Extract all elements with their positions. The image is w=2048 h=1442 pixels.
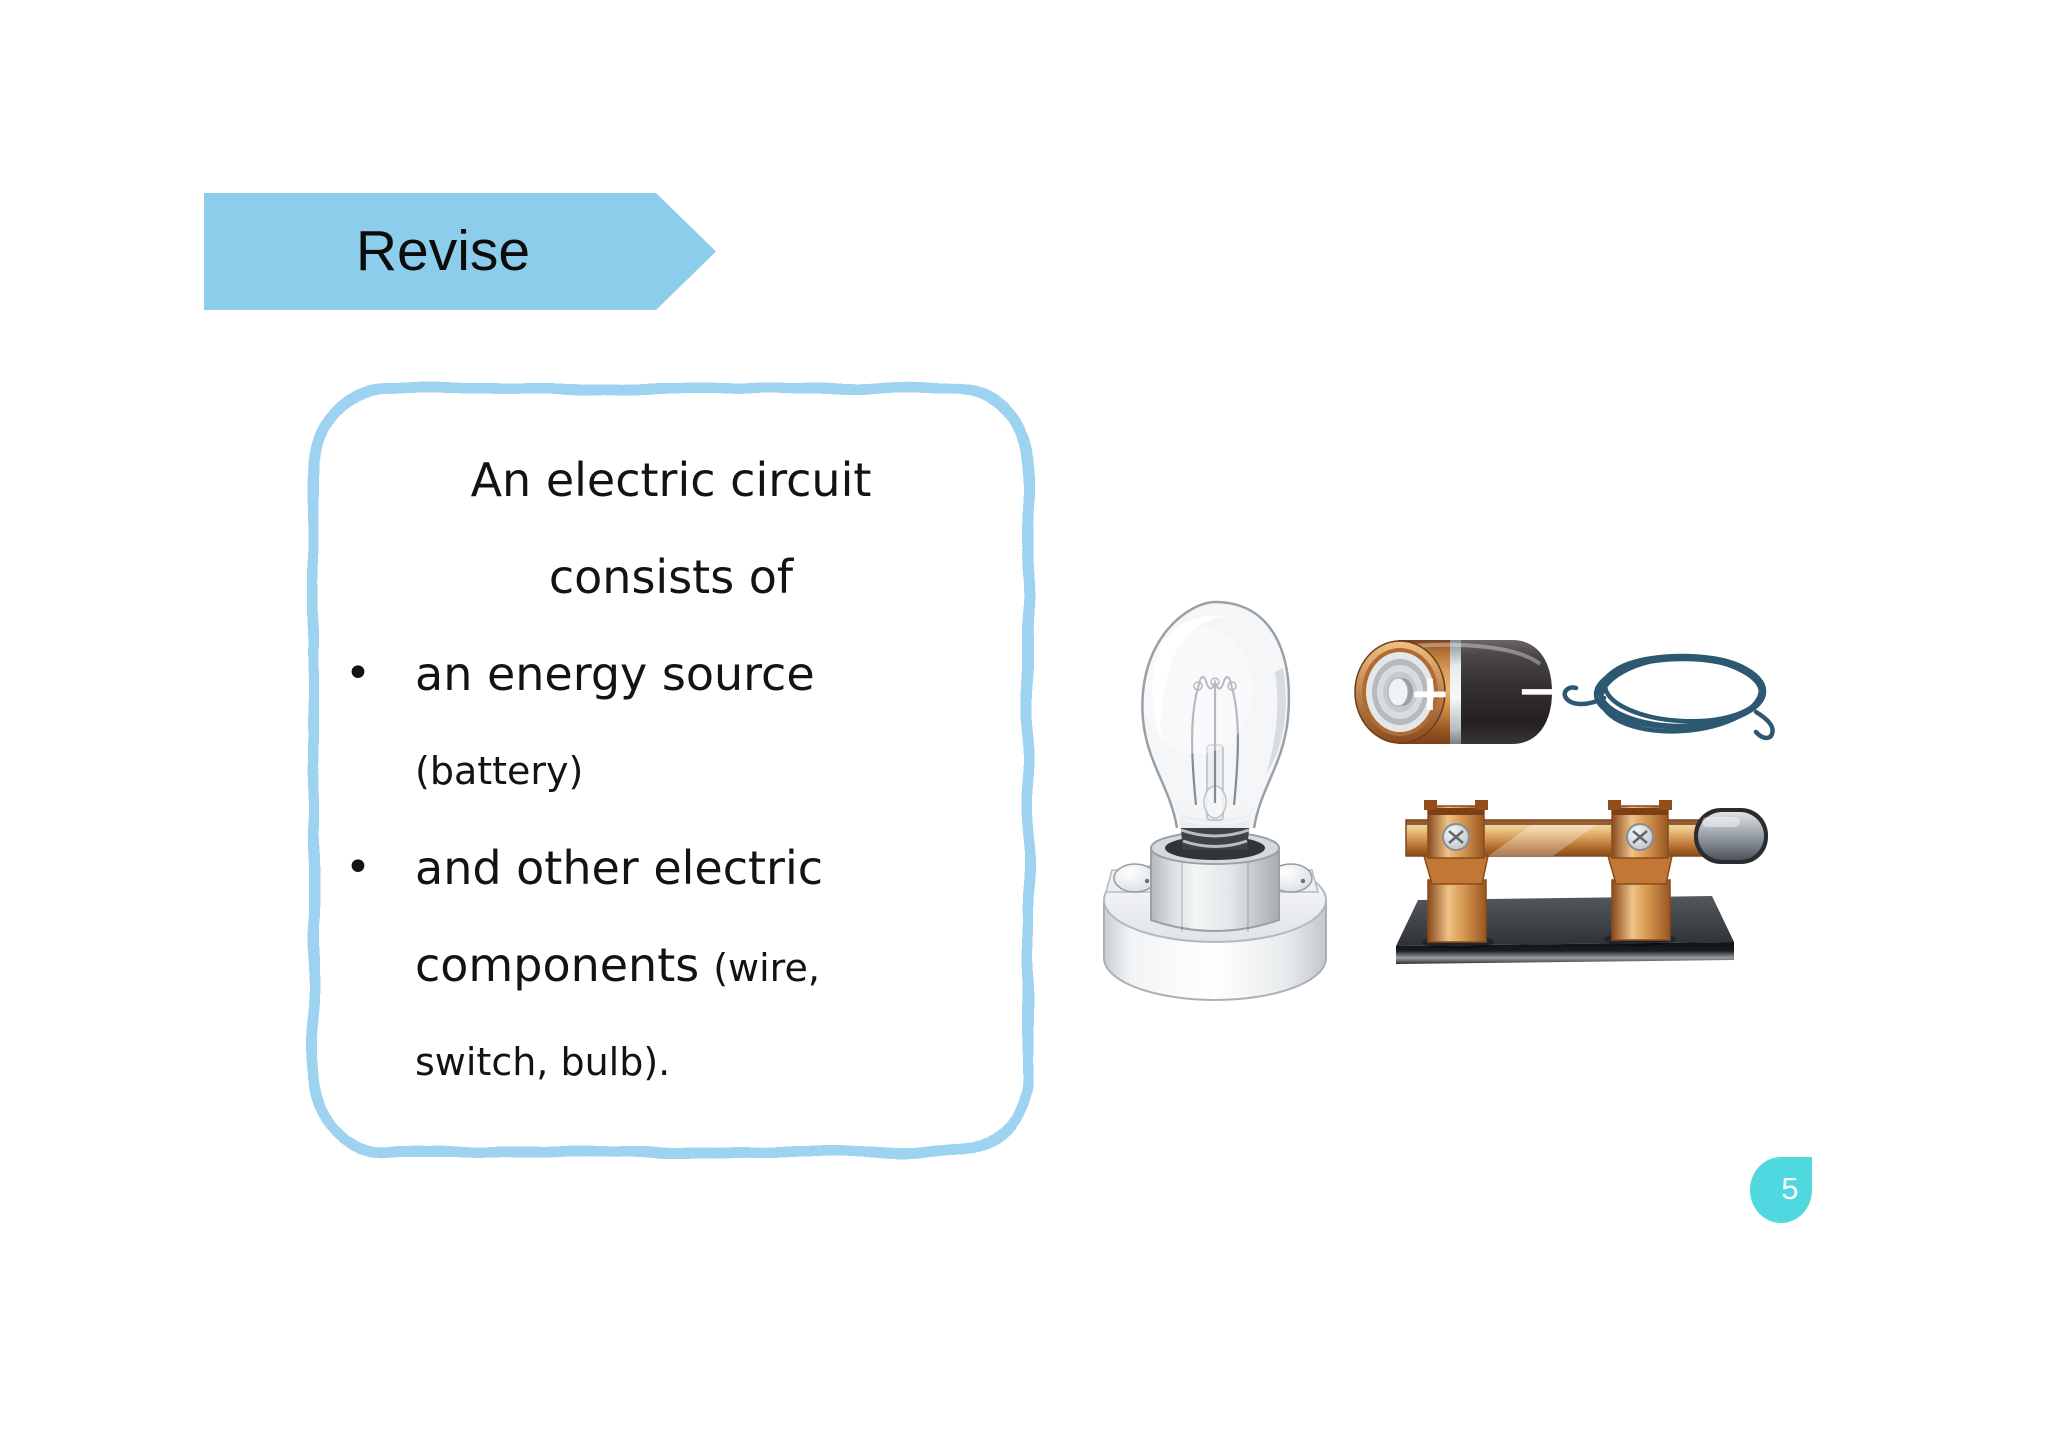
switch-illustration: [1396, 800, 1768, 964]
wavy-border: [308, 383, 1034, 1157]
bullet1-line-2: (battery): [300, 722, 1042, 819]
page-number-badge: 5: [1750, 1157, 1812, 1223]
intro-line-1: An electric circuit: [470, 452, 872, 507]
bullet2-text-2: components: [415, 937, 700, 992]
bullet-glyph: •: [345, 647, 371, 699]
light-bulb-holder-illustration: [1103, 600, 1327, 1001]
battery-plus-label: +: [1409, 664, 1451, 722]
left-terminal: [1113, 863, 1157, 893]
page-number: 5: [1781, 1171, 1799, 1206]
bulb-glass: [1141, 600, 1291, 829]
bullet2-text-1: and other electric: [415, 840, 824, 895]
banner-label: Revise: [355, 219, 531, 283]
battery-face: [1354, 640, 1446, 744]
bullet2-mixed-line: components(wire,: [415, 942, 820, 988]
bullet2-text-2-sub: (wire,: [713, 945, 820, 990]
battery-illustration: + −: [1354, 640, 1556, 744]
intro-line-2: consists of: [548, 549, 794, 604]
battery-minus-label: −: [1517, 663, 1556, 719]
wire-left-end: [1562, 685, 1607, 707]
bulb-filament: [1191, 676, 1239, 821]
bullet2-text-3: switch, bulb).: [415, 1039, 671, 1084]
bullet1-line-1: • an energy source: [300, 625, 1042, 722]
battery-negative-end: [1461, 640, 1552, 744]
bullet1-sub: (battery): [415, 748, 584, 793]
revision-card: An electric circuit consists of • an ene…: [300, 375, 1042, 1165]
wire-right-end: [1753, 709, 1775, 741]
bullet1-main: an energy source: [415, 646, 815, 701]
switch-handle: [1694, 808, 1768, 864]
revise-banner: Revise: [204, 193, 716, 310]
bullet2-line-1: • and other electric: [300, 819, 1042, 916]
bullet-glyph: •: [345, 841, 371, 893]
switch-clamps: [1424, 800, 1672, 859]
card-text: An electric circuit consists of • an ene…: [300, 431, 1042, 1110]
bullet2-line-2: components (wire,: [300, 916, 1042, 1013]
bullet2-line-3: switch, bulb).: [300, 1013, 1042, 1110]
card-line-1: An electric circuit: [300, 431, 1042, 528]
wire-coil-illustration: [1562, 653, 1775, 741]
card-line-2: consists of: [300, 528, 1042, 625]
switch-posts-legs: [1423, 855, 1673, 943]
